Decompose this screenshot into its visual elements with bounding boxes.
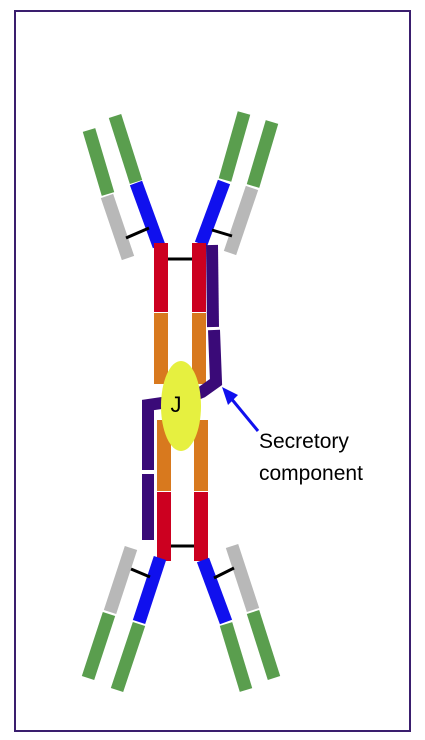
secretory-label-line2: component [259, 462, 363, 485]
upper-left-light-disulfide [126, 228, 149, 238]
lower-left-light-constant [110, 548, 131, 612]
lower-right-heavy-variable [226, 624, 246, 690]
secretory-segment-top [212, 245, 213, 327]
secretory-label-line1: Secretory [259, 430, 349, 453]
upper-left-heavy-variable [115, 116, 136, 182]
lower-right-heavy-vh [203, 560, 226, 622]
upper-right-heavy-ch2 [192, 243, 206, 312]
lower-right-heavy-ch2 [194, 492, 208, 561]
upper-left-heavy-ch2 [154, 243, 168, 312]
lower-left-heavy-variable [117, 624, 139, 690]
secretory-component-arrow [222, 387, 258, 431]
arrow-shaft [230, 397, 258, 431]
upper-left-heavy-vh [136, 183, 159, 246]
lower-left-heavy-vh [139, 558, 160, 622]
upper-right-heavy-variable [225, 113, 244, 180]
upper-right-heavy-vh [201, 182, 224, 244]
lower-monomer [88, 420, 274, 690]
lower-right-light-variable [253, 612, 274, 678]
lower-left-light-disulfide [131, 569, 150, 577]
upper-right-light-disulfide [212, 230, 232, 236]
upper-left-light-constant [107, 196, 128, 258]
upper-monomer [89, 113, 272, 384]
upper-right-light-variable [253, 122, 272, 186]
lower-right-light-disulfide [214, 568, 234, 578]
upper-left-heavy-ch3 [154, 313, 168, 384]
upper-left-light-variable [89, 130, 108, 194]
lower-left-heavy-ch2 [157, 492, 171, 561]
lower-left-light-variable [88, 614, 109, 678]
j-chain: J [161, 361, 201, 451]
upper-right-light-constant [230, 188, 252, 253]
j-chain-label: J [171, 392, 182, 417]
lower-right-light-constant [232, 546, 253, 610]
